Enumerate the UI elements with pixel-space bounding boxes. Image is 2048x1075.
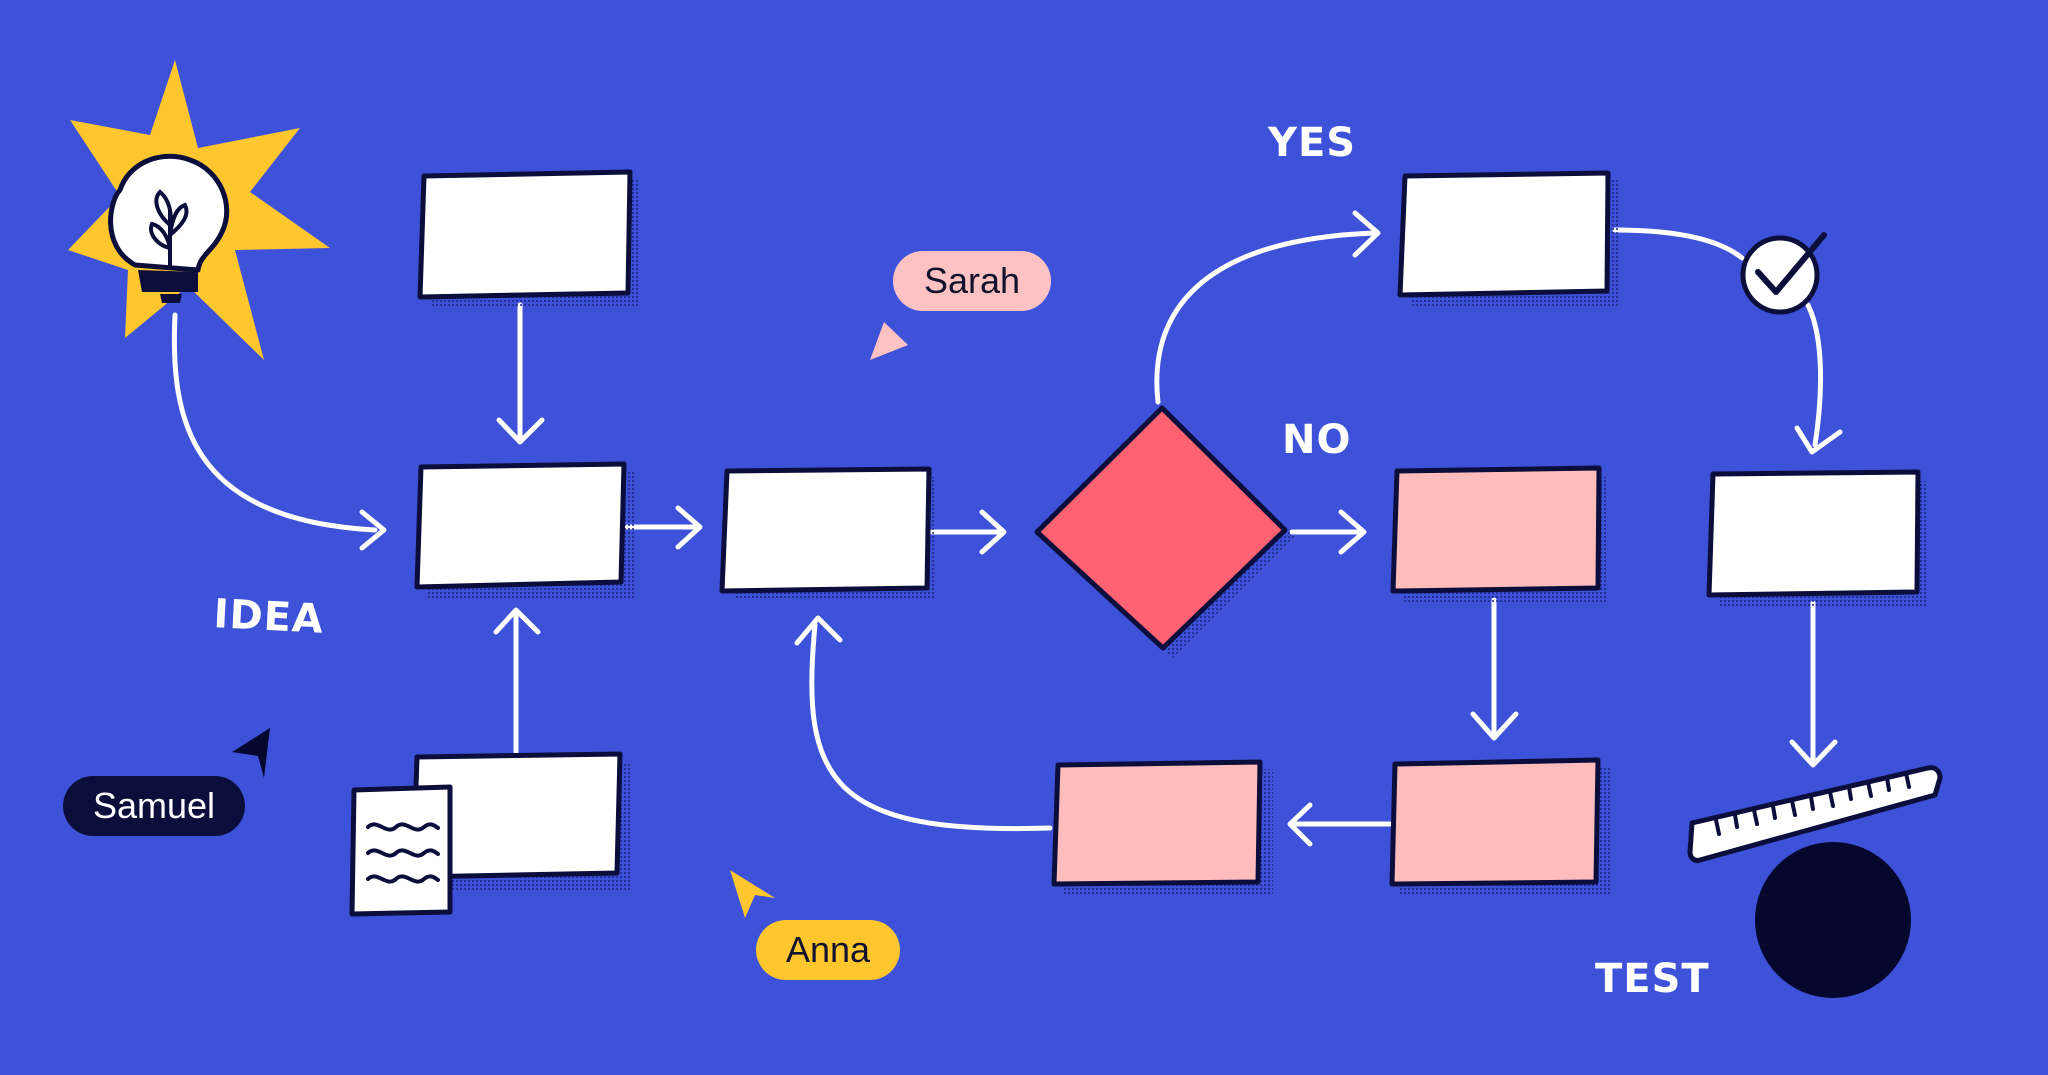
connector-yes: [1154, 230, 1378, 405]
arrowhead: [979, 509, 1007, 555]
decision-diamond[interactable]: [1034, 405, 1296, 658]
label-idea: IDEA: [212, 591, 325, 643]
arrowhead: [496, 417, 545, 445]
box-yes-result[interactable]: [1397, 170, 1620, 307]
label-yes: YES: [1267, 120, 1356, 166]
arrowhead: [675, 505, 703, 550]
connector-check-to-result: [1805, 302, 1824, 448]
ruler-icon: [1687, 765, 1943, 863]
arrowhead: [794, 615, 843, 646]
label-test: TEST: [1595, 956, 1710, 1002]
arrowhead: [359, 509, 387, 551]
connector-loop-back: [809, 622, 1053, 832]
cursor-tag-anna: Anna: [756, 920, 900, 980]
arrowhead: [1470, 711, 1519, 741]
cursor-icon-anna: [730, 870, 775, 918]
arrowhead: [1338, 509, 1367, 555]
arrowhead: [493, 607, 541, 635]
arrowhead: [1794, 425, 1843, 455]
box-top-input[interactable]: [417, 169, 640, 308]
box-pink-right[interactable]: [1389, 757, 1610, 894]
box-no-result[interactable]: [1390, 465, 1608, 602]
arrowhead: [1789, 739, 1838, 768]
connector-idea-to-box: [171, 312, 378, 533]
box-step[interactable]: [719, 466, 936, 600]
checkmark-icon: [1740, 232, 1827, 315]
box-pink-left[interactable]: [1051, 759, 1273, 895]
connector-yes-to-check: [1612, 227, 1745, 261]
label-no: NO: [1282, 417, 1351, 463]
arrowhead: [1352, 210, 1381, 258]
box-center[interactable]: [414, 461, 634, 599]
cursor-tag-sarah: Sarah: [893, 251, 1051, 311]
cursor-icon-samuel: [232, 728, 270, 778]
circle-shape: [1755, 842, 1911, 998]
document-icon: [349, 784, 453, 917]
lightbulb-icon: [68, 60, 330, 360]
arrowhead: [1287, 802, 1313, 847]
cursor-tag-samuel: Samuel: [63, 776, 245, 836]
box-final[interactable]: [1706, 469, 1928, 606]
cursor-icon-sarah: [870, 322, 908, 360]
